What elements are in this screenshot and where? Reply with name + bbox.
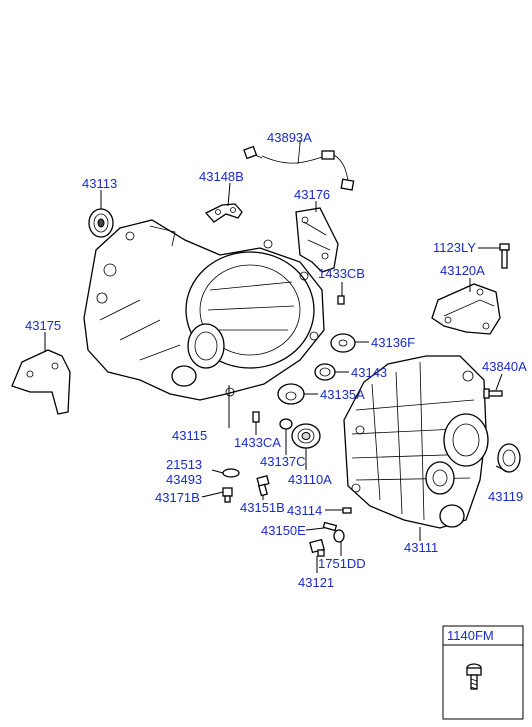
leader-lines bbox=[44, 140, 509, 573]
label-43119: 43119 bbox=[488, 489, 523, 504]
pin-43114-part bbox=[342, 507, 352, 514]
clutch-housing-part bbox=[83, 219, 325, 401]
label-43176: 43176 bbox=[294, 187, 330, 202]
seal-43143-part bbox=[314, 363, 336, 381]
label-21513: 21513 bbox=[166, 457, 202, 472]
bolt-1140fm-part bbox=[466, 663, 482, 690]
label-43175: 43175 bbox=[25, 318, 61, 333]
label-1433ca: 1433CA bbox=[234, 435, 281, 450]
label-43840a: 43840A bbox=[482, 359, 527, 374]
bracket-43148b-part bbox=[204, 203, 243, 223]
label-43121: 43121 bbox=[298, 575, 334, 590]
label-43114: 43114 bbox=[287, 503, 322, 518]
transaxle-case-part bbox=[343, 355, 489, 529]
label-43137c: 43137C bbox=[260, 454, 306, 469]
label-43110a: 43110A bbox=[288, 472, 332, 487]
bolt-1123ly-part bbox=[499, 243, 510, 269]
label-1433cb: 1433CB bbox=[318, 266, 365, 281]
bolt-43150e-part bbox=[322, 521, 338, 532]
label-43120a: 43120A bbox=[440, 263, 485, 278]
label-43148b: 43148B bbox=[199, 169, 244, 184]
label-43150e: 43150E bbox=[261, 523, 306, 538]
washer-1751dd-part bbox=[333, 529, 345, 543]
label-43115: 43115 bbox=[172, 428, 207, 443]
bolt-43151b-part bbox=[256, 475, 270, 497]
ring-43137c-part bbox=[279, 418, 293, 430]
label-43893a: 43893A bbox=[267, 130, 312, 145]
bracket-43175-part bbox=[11, 349, 71, 415]
label-1751dd: 1751DD bbox=[318, 556, 366, 571]
label-43113: 43113 bbox=[82, 176, 117, 191]
seal-43119-part bbox=[497, 443, 521, 473]
oil-seal-43113-part bbox=[88, 208, 114, 238]
bearing-43110a-part bbox=[291, 423, 321, 449]
label-43493: 43493 bbox=[166, 472, 202, 487]
label-43135a: 43135A bbox=[320, 387, 365, 402]
bracket-43176-part bbox=[295, 207, 339, 273]
legend-box-label: 1140FM bbox=[447, 628, 494, 643]
label-43136f: 43136F bbox=[371, 335, 415, 350]
pin-1433ca-part bbox=[252, 411, 260, 423]
bolt-1433cb-part bbox=[337, 295, 345, 305]
label-43143: 43143 bbox=[351, 365, 387, 380]
label-43111: 43111 bbox=[404, 540, 438, 555]
label-1123ly: 1123LY bbox=[433, 240, 476, 255]
legend-box-1140fm: 1140FM bbox=[442, 625, 524, 720]
plug-43121-part bbox=[309, 538, 325, 557]
bolt-43840a-part bbox=[483, 388, 503, 399]
plate-43135a-part bbox=[277, 383, 305, 405]
label-43151b: 43151B bbox=[240, 500, 285, 515]
bracket-43120a-part bbox=[431, 283, 501, 335]
part-labels: 43893A 43148B 43113 43176 1123LY 1433CB … bbox=[25, 130, 527, 590]
plate-43136f-part bbox=[330, 333, 356, 353]
plug-43171b-part bbox=[222, 487, 233, 503]
washer-21513-part bbox=[222, 468, 240, 478]
wiring-harness-part bbox=[243, 143, 355, 191]
label-43171b: 43171B bbox=[155, 490, 200, 505]
